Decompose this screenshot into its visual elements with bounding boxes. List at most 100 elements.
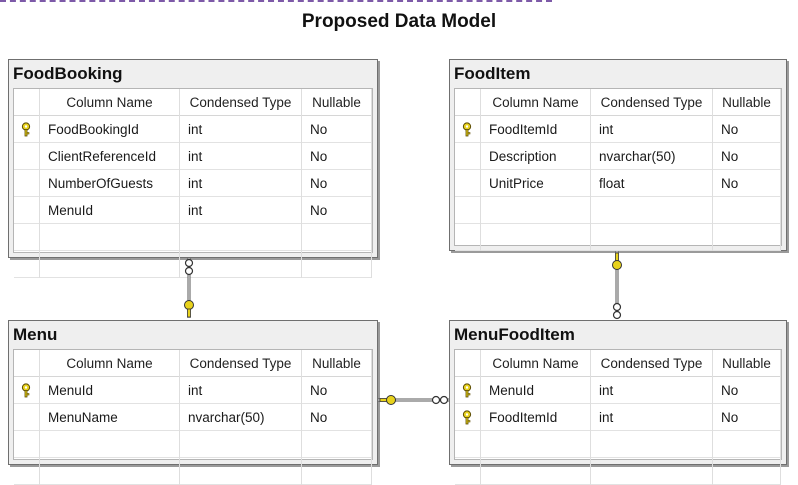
row-selector[interactable]	[14, 458, 40, 485]
column-name-cell[interactable]	[481, 197, 591, 224]
row-selector[interactable]	[455, 224, 481, 251]
type-cell[interactable]: nvarchar(50)	[180, 404, 302, 431]
row-selector[interactable]	[455, 404, 481, 431]
nullable-cell[interactable]: No	[302, 377, 372, 404]
nullable-cell[interactable]	[713, 224, 781, 251]
nullable-cell[interactable]	[713, 431, 781, 458]
column-name-cell[interactable]	[481, 431, 591, 458]
relationship-menu-menufooditem[interactable]	[378, 395, 449, 405]
row-selector[interactable]	[455, 143, 481, 170]
nullable-cell[interactable]: No	[713, 170, 781, 197]
row-selector[interactable]	[455, 377, 481, 404]
type-cell[interactable]: int	[180, 377, 302, 404]
relationship-foodbooking-menu[interactable]	[184, 258, 194, 318]
column-name-cell[interactable]: FoodItemId	[481, 116, 591, 143]
type-cell[interactable]	[591, 224, 713, 251]
row-selector[interactable]	[14, 143, 40, 170]
nullable-cell[interactable]: No	[302, 170, 372, 197]
column-name-cell[interactable]: MenuName	[40, 404, 180, 431]
empty-row[interactable]	[455, 224, 781, 251]
type-cell[interactable]: nvarchar(50)	[591, 143, 713, 170]
nullable-cell[interactable]	[302, 251, 372, 278]
empty-row[interactable]	[14, 431, 372, 458]
row-selector[interactable]	[14, 251, 40, 278]
nullable-cell[interactable]	[302, 431, 372, 458]
relationship-fooditem-menufooditem[interactable]	[612, 251, 622, 320]
column-name-cell[interactable]	[40, 224, 180, 251]
nullable-cell[interactable]: No	[713, 404, 781, 431]
column-name-cell[interactable]	[481, 224, 591, 251]
column-name-cell[interactable]: FoodBookingId	[40, 116, 180, 143]
type-cell[interactable]	[591, 197, 713, 224]
type-cell[interactable]	[591, 431, 713, 458]
column-name-cell[interactable]	[40, 431, 180, 458]
row-selector[interactable]	[14, 116, 40, 143]
column-name-cell[interactable]: MenuId	[40, 377, 180, 404]
row-selector[interactable]	[14, 431, 40, 458]
type-cell[interactable]: float	[591, 170, 713, 197]
row-selector[interactable]	[14, 377, 40, 404]
column-name-cell[interactable]	[40, 251, 180, 278]
row-selector[interactable]	[14, 170, 40, 197]
type-cell[interactable]: int	[591, 377, 713, 404]
nullable-cell[interactable]: No	[713, 143, 781, 170]
nullable-cell[interactable]	[302, 458, 372, 485]
type-cell[interactable]: int	[180, 170, 302, 197]
row-selector[interactable]	[455, 431, 481, 458]
column-name-cell[interactable]: ClientReferenceId	[40, 143, 180, 170]
type-cell[interactable]: int	[180, 116, 302, 143]
nullable-cell[interactable]: No	[713, 377, 781, 404]
type-cell[interactable]	[180, 251, 302, 278]
type-cell[interactable]	[180, 431, 302, 458]
nullable-cell[interactable]: No	[302, 116, 372, 143]
row-selector[interactable]	[455, 116, 481, 143]
row-selector[interactable]	[455, 458, 481, 485]
row-selector[interactable]	[14, 197, 40, 224]
type-cell[interactable]: int	[180, 197, 302, 224]
row-selector[interactable]	[455, 170, 481, 197]
nullable-cell[interactable]: No	[302, 404, 372, 431]
column-name-cell[interactable]	[481, 458, 591, 485]
empty-row[interactable]	[455, 197, 781, 224]
row-selector[interactable]	[14, 224, 40, 251]
nullable-cell[interactable]: No	[713, 116, 781, 143]
column-name-cell[interactable]: MenuId	[40, 197, 180, 224]
nullable-cell[interactable]	[713, 197, 781, 224]
type-cell[interactable]	[180, 224, 302, 251]
type-cell[interactable]: int	[180, 143, 302, 170]
type-cell[interactable]	[180, 458, 302, 485]
column-name-cell[interactable]: FoodItemId	[481, 404, 591, 431]
empty-row[interactable]	[14, 251, 372, 278]
nullable-cell[interactable]: No	[302, 143, 372, 170]
column-name-cell[interactable]: MenuId	[481, 377, 591, 404]
nullable-cell[interactable]: No	[302, 197, 372, 224]
type-cell[interactable]: int	[591, 116, 713, 143]
nullable-cell[interactable]	[713, 458, 781, 485]
column-name-cell[interactable]: NumberOfGuests	[40, 170, 180, 197]
row-selector[interactable]	[14, 404, 40, 431]
empty-row[interactable]	[14, 224, 372, 251]
column-name-cell[interactable]	[40, 458, 180, 485]
column-name-cell[interactable]: Description	[481, 143, 591, 170]
nullable-cell[interactable]	[302, 224, 372, 251]
column-name-cell[interactable]: UnitPrice	[481, 170, 591, 197]
row-selector[interactable]	[455, 197, 481, 224]
